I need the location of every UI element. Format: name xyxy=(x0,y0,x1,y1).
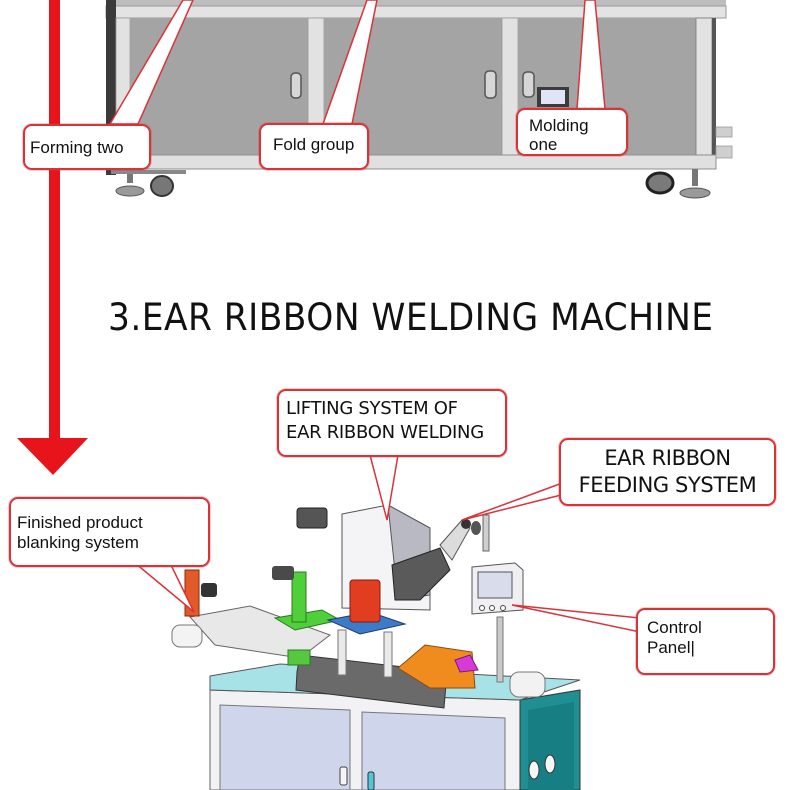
blanking-conveyor xyxy=(189,605,332,659)
section-title: 3.EAR RIBBON WELDING MACHINE xyxy=(108,296,714,339)
green-block xyxy=(287,649,311,666)
green-motor xyxy=(272,566,294,580)
arrow-down-icon xyxy=(17,438,88,475)
caster-right xyxy=(645,171,675,195)
control-button xyxy=(479,605,485,611)
blanking-motor xyxy=(201,583,217,597)
feeding-reel xyxy=(461,519,471,529)
leveling-foot-right xyxy=(679,169,711,199)
callout-molding-one-label: Molding one xyxy=(529,116,589,154)
cabinet-lock xyxy=(367,771,375,790)
control-button xyxy=(500,605,506,611)
callout-feeding-system: EAR RIBBON FEEDING SYSTEM xyxy=(559,438,776,506)
callout-feeding-system-label: EAR RIBBON FEEDING SYSTEM xyxy=(578,446,757,497)
control-screen xyxy=(477,571,513,599)
callout-forming-two-label: Forming two xyxy=(30,138,124,157)
side-port xyxy=(528,760,540,780)
callout-molding-one: Molding one xyxy=(516,108,628,156)
callout-control-panel-label: Control Panel| xyxy=(647,618,702,657)
red-welding-head xyxy=(349,579,381,623)
callout-control-panel: Control Panel| xyxy=(636,608,775,675)
lifting-motor xyxy=(296,507,328,529)
callout-blanking-system-label: Finished product blanking system xyxy=(17,513,143,552)
side-port xyxy=(544,754,556,774)
guide-column xyxy=(337,629,347,676)
caster-left xyxy=(111,170,186,197)
callout-fold-group: Fold group xyxy=(259,123,369,170)
callout-lifting-system-label: LIFTING SYSTEM OF EAR RIBBON WELDING xyxy=(286,398,484,443)
callout-fold-group-label: Fold group xyxy=(273,135,355,154)
signal-tower xyxy=(482,514,490,552)
arrow-shaft xyxy=(49,0,60,440)
machine-cabinet xyxy=(209,689,581,790)
callout-forming-two: Forming two xyxy=(23,124,151,170)
control-button xyxy=(489,605,495,611)
feeding-arm xyxy=(439,519,471,561)
side-connector xyxy=(715,145,733,159)
cabinet-left-edge xyxy=(106,0,116,175)
door-handle-3 xyxy=(522,71,535,98)
feeding-disc xyxy=(471,521,481,535)
side-connector xyxy=(715,126,733,138)
right-end-cover xyxy=(509,671,546,698)
callout-pointer-control xyxy=(511,604,641,633)
green-bracket xyxy=(291,571,307,623)
feeding-mechanism xyxy=(391,547,451,601)
leveling-foot-left xyxy=(115,169,145,197)
callout-lifting-system: LIFTING SYSTEM OF EAR RIBBON WELDING xyxy=(277,389,507,457)
control-panel-unit xyxy=(471,514,524,683)
magenta-part xyxy=(454,654,479,673)
door-handle-2 xyxy=(484,70,497,99)
door-handle-1 xyxy=(290,72,302,99)
upper-control-screen xyxy=(541,90,565,104)
cabinet-right-edge xyxy=(712,18,716,158)
cabinet-handle xyxy=(339,766,348,786)
callout-blanking-system: Finished product blanking system xyxy=(9,497,210,567)
conveyor-end-roller xyxy=(171,624,203,648)
guide-column xyxy=(383,631,393,678)
cabinet-top-rail xyxy=(106,0,726,6)
callout-pointer-feeding xyxy=(461,480,566,521)
